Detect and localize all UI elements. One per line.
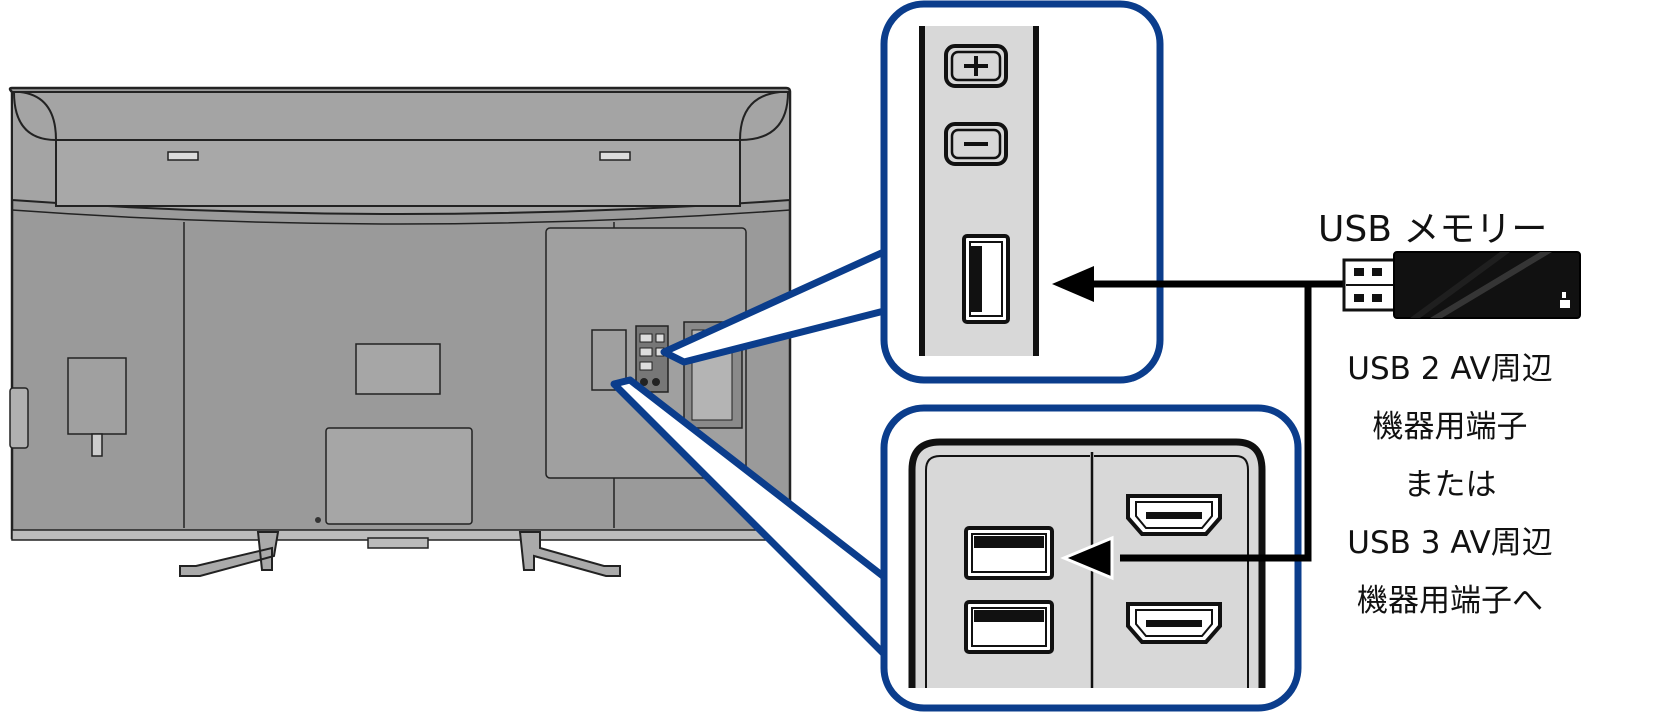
side-port-1 — [639, 333, 653, 343]
usb-plug-hole-4 — [1372, 294, 1382, 302]
stand-left — [179, 531, 280, 577]
caption-line-5: 機器用端子へ — [1357, 583, 1543, 619]
stand-right — [518, 531, 621, 577]
usb-plug-hole-2 — [1354, 294, 1364, 302]
port-caption: USB 2 AV周辺 機器用端子 または USB 3 AV周辺 機器用端子へ — [1295, 340, 1605, 630]
lower-panel-inner-right — [1094, 455, 1249, 688]
side-port-3 — [639, 361, 653, 371]
caption-line-4: USB 3 AV周辺 — [1347, 525, 1553, 561]
upper-callout — [880, 0, 1164, 384]
usb-port-2-tongue — [974, 610, 1044, 622]
side-usb-port-tongue — [970, 246, 982, 312]
plus-icon — [964, 56, 988, 76]
usb-memory-label: USB メモリー — [1318, 209, 1548, 250]
tv-rear-view — [8, 86, 792, 577]
side-port-4 — [655, 333, 665, 343]
connection-paths — [1052, 266, 1350, 581]
side-jack-2 — [652, 378, 660, 386]
tv-upper-panel — [55, 139, 741, 207]
volume-minus-inner — [950, 128, 1002, 160]
hdmi-port-1 — [1126, 494, 1222, 536]
usb-plug-hole-1 — [1354, 268, 1364, 276]
usb-plug-hole-3 — [1372, 268, 1382, 276]
left-jack-box — [67, 357, 127, 435]
mount-latch-right — [599, 151, 631, 161]
left-side-handle — [9, 387, 29, 449]
path-to-rear-usb — [1120, 284, 1312, 562]
mount-latch-left — [167, 151, 199, 161]
callout-connectors — [610, 246, 892, 662]
usb-port-1 — [964, 526, 1054, 580]
caption-line-1: USB 2 AV周辺 — [1347, 351, 1553, 387]
tv-corner-right — [739, 91, 789, 200]
arrow-to-side-usb — [1052, 266, 1094, 302]
usb-stick-shine — [1430, 252, 1552, 318]
usb-port-1-tongue — [974, 536, 1044, 548]
caption-line-3: または — [1403, 467, 1497, 503]
left-jack-plug — [91, 433, 103, 457]
volume-plus-inner — [950, 50, 1002, 82]
center-screw — [315, 517, 321, 523]
side-jack-1 — [640, 378, 648, 386]
usb-port-1-inner — [971, 533, 1047, 573]
tv-seam-line — [11, 209, 791, 225]
tv-corner-left — [13, 91, 57, 200]
usb-port-2-inner — [971, 607, 1047, 647]
center-label-plate — [355, 343, 441, 395]
usb-stick-led — [1560, 300, 1570, 308]
lower-panel-inner-left — [925, 455, 1090, 688]
hdmi-port-2 — [1126, 602, 1222, 644]
usb-port-2 — [964, 600, 1054, 654]
stand-center-block — [367, 537, 429, 549]
usb-memory-stick — [1342, 251, 1581, 319]
side-port-2 — [639, 347, 653, 357]
caption-line-2: 機器用端子 — [1372, 409, 1528, 445]
bottom-center-cover — [325, 427, 473, 525]
arrow-to-rear-usb — [1060, 535, 1114, 581]
